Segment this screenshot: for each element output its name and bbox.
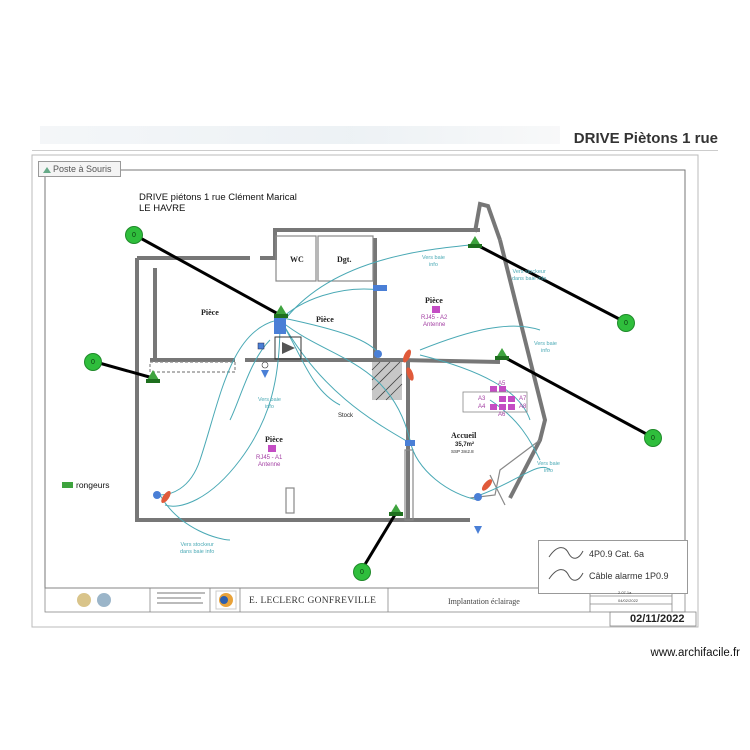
room-piece-mid: Pièce (316, 315, 334, 324)
title-block (44, 587, 697, 627)
drawing-header-title: DRIVE Piètons 1 rue (573, 130, 718, 147)
hatch-lines (371, 361, 403, 401)
header-divider (32, 150, 718, 151)
rj45-a8: A8 (519, 404, 527, 410)
sheet-border (31, 154, 699, 628)
alarm-cable-symbol (548, 569, 584, 581)
company-name: E. LECLERC GONFREVILLE (249, 596, 377, 606)
room-stock: Stock (338, 413, 354, 419)
walls (135, 201, 548, 522)
station-badge-5[interactable]: 0 (353, 563, 371, 581)
vers-baie-info-1: Vers baie info (258, 397, 281, 410)
hatched-block (372, 362, 402, 400)
station-badge-1[interactable]: 0 (125, 226, 143, 244)
station-badge-4[interactable]: 0 (644, 429, 662, 447)
station-leaders (91, 232, 653, 572)
site-address: DRIVE piétons 1 rue Clément Marical LE H… (139, 192, 297, 214)
rj45-a7: A7 (519, 396, 527, 402)
poste-souris-label: Poste à Souris (53, 164, 112, 174)
rj45-a5: A5 (498, 381, 506, 387)
drawing-name: Implantation éclairage (448, 597, 520, 606)
vers-baie-info-3: Vers baie info (534, 341, 557, 354)
rj45-a4: A4 (478, 404, 486, 410)
desk-counter (462, 391, 528, 413)
station-badge-3[interactable]: 0 (617, 314, 635, 332)
drawing-date: 02/11/2022 (630, 613, 685, 625)
equipment (153, 285, 493, 534)
archifacile-watermark[interactable]: www.archifacile.fr (650, 647, 740, 659)
cable-legend: 4P0.9 Cat. 6a Câble alarme 1P0.9 (538, 540, 688, 594)
cat6-cable-symbol (548, 547, 584, 559)
thin-walls (149, 235, 541, 521)
bait-traps (146, 236, 509, 516)
address-line-2: LE HAVRE (139, 203, 186, 214)
rongeurs-legend-label: rongeurs (76, 480, 110, 490)
accueil-area: 35,7m² (455, 442, 475, 448)
room-accueil: Accueil (451, 431, 477, 440)
rj45-markers (268, 306, 515, 452)
room-wc: WC (290, 255, 304, 264)
vers-baie-info-4: Vers baie info (537, 461, 560, 474)
cat6-cable-label: 4P0.9 Cat. 6a (589, 549, 645, 559)
rj45-a2-label: RJ45 - A2 Antenne (421, 315, 448, 328)
station-badge-2[interactable]: 0 (84, 353, 102, 371)
poste-souris-button[interactable]: Poste à Souris (38, 161, 121, 177)
vers-stockeur-2: Vers stockeur dans baie info (180, 542, 215, 555)
header-faint-band (40, 126, 560, 144)
rj45-a3: A3 (478, 396, 486, 402)
drawing-ref: 2.07.1a (618, 590, 632, 595)
drawing-ref-date: 04/02/2022 (618, 598, 639, 603)
room-piece-left: Pièce (201, 308, 219, 317)
address-line-1: DRIVE piétons 1 rue Clément Marical (139, 192, 297, 203)
vers-baie-info-2: Vers baie info (422, 255, 445, 268)
rj45-a1-label: RJ45 - A1 Antenne (256, 455, 283, 468)
room-piece-bottom: Pièce (265, 435, 283, 444)
vers-stockeur-1: Vers stockeur dans baie info (512, 269, 547, 282)
title-block-logos (77, 590, 237, 610)
rj45-a6: A6 (498, 412, 506, 418)
alarm-cable-label: Câble alarme 1P0.9 (589, 571, 669, 581)
room-piece-right: Pièce (425, 296, 443, 305)
cable-runs (159, 244, 551, 541)
room-dgt: Dgt. (337, 255, 352, 264)
rongeurs-legend-swatch (62, 482, 73, 488)
poste-trap-icon (43, 167, 51, 173)
accueil-sub: SSP 3m2.8 (451, 449, 474, 454)
